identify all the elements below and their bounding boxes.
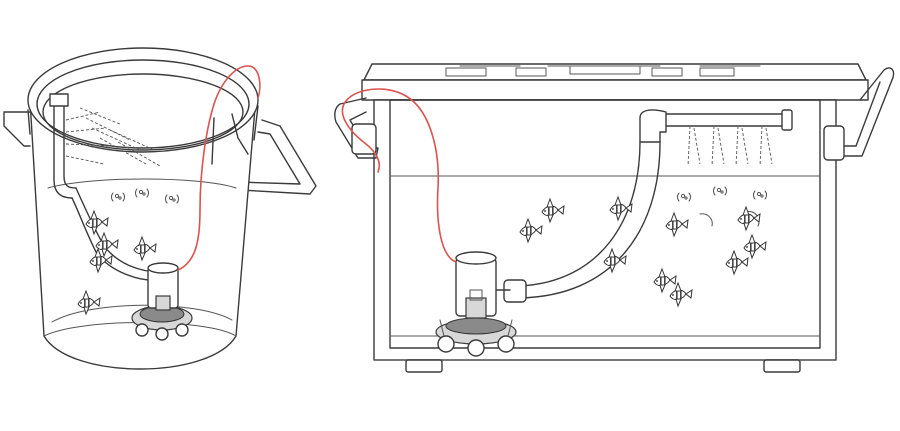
bucket-handle-left — [3, 111, 31, 147]
tank-power-cord — [341, 88, 457, 263]
bucket-return-pipe — [71, 197, 161, 281]
bucket-power-cord — [177, 65, 261, 271]
tank-pump-icon — [435, 251, 517, 357]
tank-setup — [334, 63, 895, 373]
tank-body — [373, 99, 837, 361]
bucket-rim-outer — [27, 47, 259, 153]
tank-spray-bar — [663, 113, 791, 127]
bucket-setup — [3, 47, 317, 370]
tank-spray — [687, 125, 773, 167]
tank-return-pipe — [519, 141, 641, 287]
bucket-spray — [65, 107, 161, 167]
bucket-pump-icon — [131, 262, 193, 341]
